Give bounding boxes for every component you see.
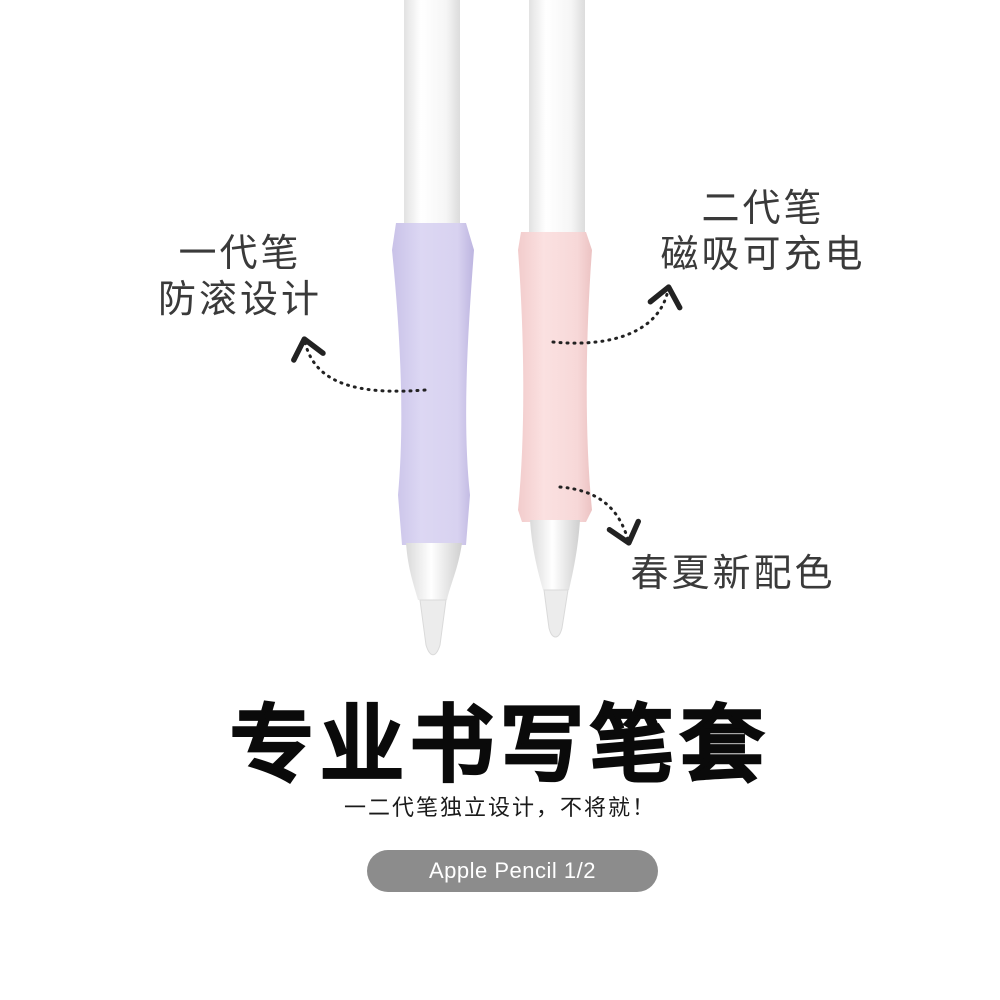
callout-color: 春夏新配色 xyxy=(618,550,848,596)
callout-gen2: 二代笔 磁吸可充电 xyxy=(648,185,878,277)
model-badge: Apple Pencil 1/2 xyxy=(367,850,658,892)
pencil-gen1-body xyxy=(404,0,460,260)
callout-gen2-line2: 磁吸可充电 xyxy=(660,232,866,276)
pencil-gen2-tip xyxy=(543,589,569,638)
pencil-gen1-collar xyxy=(406,543,462,600)
pencil-gen2 xyxy=(518,0,592,638)
pencil-gen2-collar xyxy=(530,520,580,590)
pencil-gen1-tip xyxy=(419,599,447,656)
headline: 专业书写笔套 xyxy=(229,695,770,795)
subheadline: 一二代笔独立设计，不将就！ xyxy=(343,796,656,821)
pencil-gen2-body xyxy=(529,0,585,260)
callout-gen1: 一代笔 防滚设计 xyxy=(150,230,330,322)
pencil-gen1 xyxy=(392,0,474,656)
callout-color-line1: 春夏新配色 xyxy=(630,551,836,595)
callout-gen2-line1: 二代笔 xyxy=(701,186,825,230)
arrow-gen2 xyxy=(551,284,683,345)
callout-gen1-line1: 一代笔 xyxy=(178,231,302,275)
pencil-gen1-grip xyxy=(392,223,474,545)
callout-gen1-line2: 防滚设计 xyxy=(157,277,322,321)
arrow-gen1 xyxy=(291,336,427,393)
pencil-gen2-grip xyxy=(518,232,592,522)
